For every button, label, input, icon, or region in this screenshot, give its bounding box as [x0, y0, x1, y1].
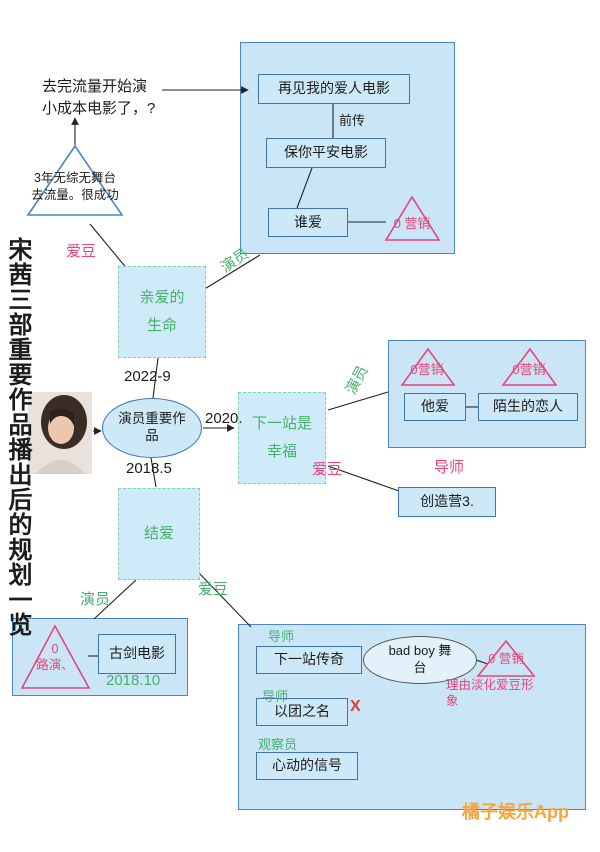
top-note: 去完流量开始演 小成本电影了，? [42, 78, 156, 117]
label-zero-marketing-bottom: 0 营销 [488, 652, 524, 666]
label-date-2018-10: 2018.10 [106, 672, 161, 689]
label-daoshi-2: 导师 [262, 689, 289, 704]
label-date-2018-5: 2018.5 [126, 460, 172, 477]
node-mosheng-lianren: 陌生的恋人 [478, 393, 578, 421]
node-badboy-stage: bad boy 舞 台 [363, 636, 477, 684]
node-center-works: 演员重要作 品 [102, 398, 202, 458]
celebrity-photo-art [28, 392, 92, 474]
node-xiayizhan-xingfu: 下一站是 幸福 [238, 392, 326, 484]
label-aidou-bottom: 爱豆 [198, 581, 229, 598]
label-daoshi-mid: 导师 [434, 459, 465, 476]
celebrity-photo [28, 392, 92, 474]
node-yituan-zhiming: 以团之名 [256, 698, 348, 726]
label-date-2022-9: 2022-9 [124, 368, 171, 385]
node-gujian-movie: 古剑电影 [98, 634, 176, 674]
label-zero-marketing-top: 0 营销 [393, 216, 431, 231]
label-aidou-mid: 爱豆 [312, 461, 343, 478]
watermark: 橘子娱乐App [462, 802, 569, 822]
node-zaijian-movie: 再见我的爱人电影 [258, 74, 410, 104]
node-jieai: 结爱 [118, 488, 200, 580]
node-chuangzaoying: 创造营3. [398, 487, 496, 517]
node-xindong-xinhao: 心动的信号 [256, 752, 358, 780]
label-zero-roadshow: 0 路演、 [36, 642, 74, 672]
label-cross-x: X [350, 698, 361, 715]
idol-triangle-note: 3年无综无舞台 去流量。很成功 [31, 171, 119, 202]
label-daoshi-1: 导师 [268, 629, 295, 644]
node-taai: 他爱 [404, 393, 466, 421]
label-yanyuan-right: 演员 [342, 362, 372, 398]
label-aidou-top: 爱豆 [66, 243, 97, 260]
node-shuiai: 谁爱 [268, 208, 348, 237]
node-qinaide-shengming: 亲爱的 生命 [118, 266, 206, 358]
label-zero-marketing-2: 0营销 [512, 362, 546, 377]
label-date-2020: 2020. [205, 410, 243, 427]
label-reason: 理由淡化爱豆形 象 [446, 678, 534, 708]
node-xiayizhan-chuanqi: 下一站传奇 [256, 646, 362, 674]
label-yanyuan-bottom: 演员 [80, 591, 111, 608]
edge-label-prequel: 前传 [339, 113, 366, 128]
label-zero-marketing-1: 0营销 [410, 362, 444, 377]
node-baoni-movie: 保你平安电影 [266, 138, 386, 168]
label-guanchayuan: 观察员 [258, 737, 298, 752]
page-title: 宋茜三部重要作品播出后的规划一览 [4, 237, 31, 637]
